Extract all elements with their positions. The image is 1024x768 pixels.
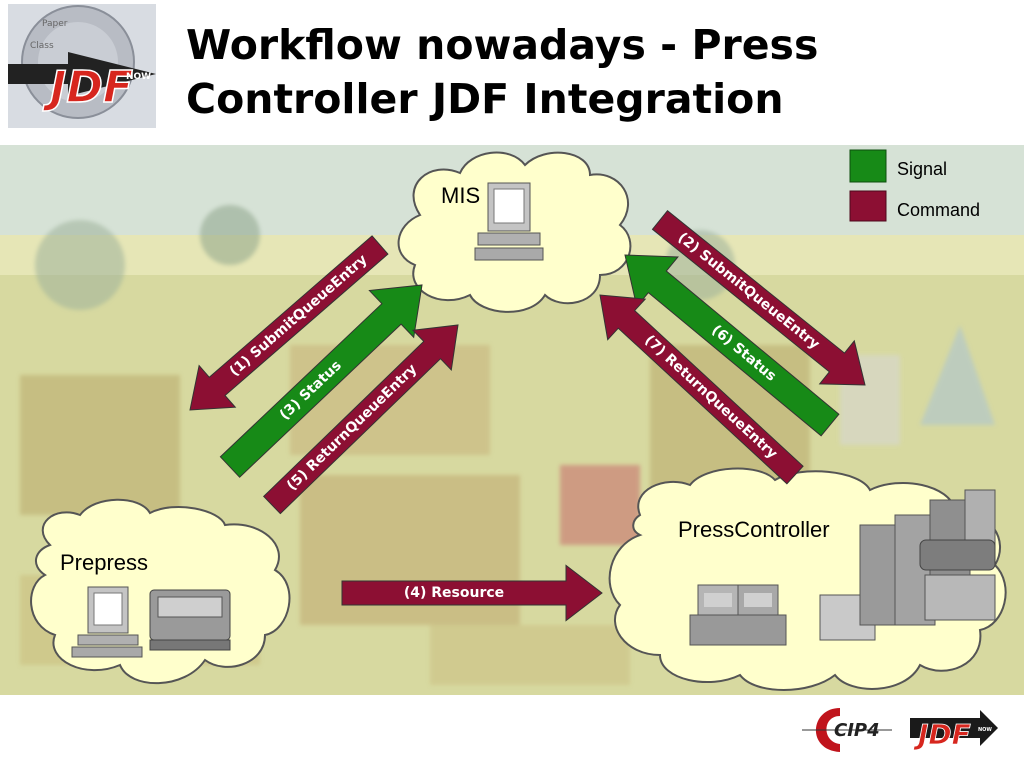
prepress-platesetter-icon bbox=[149, 589, 231, 651]
svg-text:Paper: Paper bbox=[42, 19, 68, 29]
logo-now-badge: NOW bbox=[126, 72, 151, 82]
footer-logos: CIP4 JDF NOW bbox=[802, 708, 998, 752]
title-line-1: Workflow nowadays - Press bbox=[186, 21, 819, 69]
prepress-computer-icon bbox=[71, 586, 143, 658]
arrow-4-label: (4) Resource bbox=[404, 585, 504, 601]
jdf-now-logo: JDF NOW bbox=[910, 710, 998, 751]
legend-command-label: Command bbox=[897, 200, 980, 220]
arrow-4: (4) Resource bbox=[341, 564, 603, 622]
mis-node: MIS bbox=[397, 151, 632, 313]
workflow-diagram: Signal Command MIS Prepress bbox=[0, 145, 1024, 695]
legend-signal-label: Signal bbox=[897, 159, 947, 179]
printing-press-icon bbox=[819, 489, 996, 641]
cip4-logo-text: CIP4 bbox=[834, 720, 880, 741]
mis-label: MIS bbox=[441, 183, 480, 208]
mis-cloud bbox=[397, 151, 632, 313]
logo-jdf-text: JDF bbox=[42, 62, 133, 113]
title-line-2: Controller JDF Integration bbox=[186, 75, 784, 123]
cip4-logo: CIP4 bbox=[802, 708, 892, 752]
press-unit-icon bbox=[689, 584, 787, 646]
prepress-node: Prepress bbox=[30, 498, 291, 685]
page-title: Workflow nowadays - Press Controller JDF… bbox=[186, 18, 1016, 126]
legend-command-swatch bbox=[849, 190, 887, 222]
mis-computer-icon bbox=[474, 182, 544, 261]
prepress-label: Prepress bbox=[60, 550, 148, 575]
legend: Signal Command bbox=[849, 149, 980, 222]
jdf-logo: Paper Class JDF NOW bbox=[8, 4, 156, 128]
footer-now-badge: NOW bbox=[978, 727, 992, 733]
footer-jdf-text: JDF bbox=[913, 718, 971, 751]
svg-text:Class: Class bbox=[30, 41, 54, 51]
legend-signal-swatch bbox=[849, 149, 887, 183]
press-controller-label: PressController bbox=[678, 517, 830, 542]
press-controller-node: PressController bbox=[608, 467, 1007, 691]
